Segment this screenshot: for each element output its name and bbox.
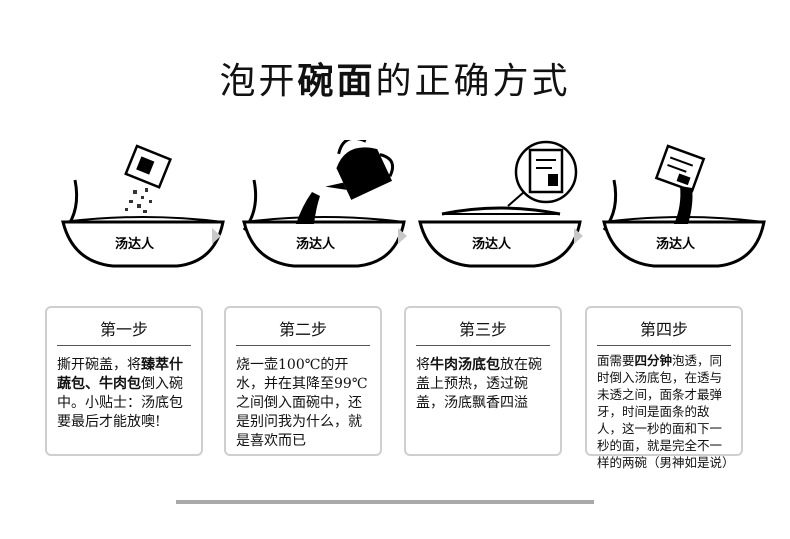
step-description: 将牛肉汤底包放在碗盖上预热，透过碗盖，汤底飘香四溢 bbox=[416, 356, 552, 413]
step-description: 面需要四分钟泡透，同时倒入汤底包，在透与未透之间，面条才最弹牙，时间是面条的敌人… bbox=[597, 352, 735, 471]
falling-vegetables-icon bbox=[125, 188, 152, 213]
divider bbox=[236, 345, 370, 346]
step-text: 将 bbox=[416, 357, 430, 373]
step-4-illustration: 汤达人 bbox=[602, 144, 766, 268]
step-2-illustration: 汤达人 bbox=[242, 140, 406, 268]
pouring-soup-icon bbox=[674, 186, 693, 224]
step-text: 泡透，同时倒入汤底包，在透与未透之间，面条才最弹牙，时间是面条的敌人，这一秒的面… bbox=[597, 353, 735, 470]
pouring-water-icon bbox=[296, 192, 320, 224]
step-1-illustration: 汤达人 bbox=[61, 144, 225, 268]
step-card-1: 第一步 撕开碗盖，将臻萃什蔬包、牛肉包倒入碗中。小贴士：汤底包要最后才能放噢! bbox=[45, 306, 203, 456]
arrow-right-icon bbox=[574, 228, 583, 244]
step-text-bold: 四分钟 bbox=[634, 353, 673, 368]
bowl-brand-label: 汤达人 bbox=[115, 236, 155, 252]
arrow-right-icon bbox=[398, 228, 407, 244]
title-part-2: 碗面 bbox=[297, 60, 376, 102]
step-text: 撕开碗盖，将 bbox=[57, 357, 141, 373]
step-description: 烧一壶100℃的开水，并在其降至99℃之间倒入面碗中，还是别问我为什么，就是喜欢… bbox=[236, 356, 372, 451]
step-heading: 第三步 bbox=[458, 320, 507, 339]
divider bbox=[597, 345, 731, 346]
bowl-icon bbox=[602, 220, 766, 268]
step-heading: 第一步 bbox=[99, 320, 148, 339]
step-card-4: 第四步 面需要四分钟泡透，同时倒入汤底包，在透与未透之间，面条才最弹牙，时间是面… bbox=[585, 306, 743, 470]
title-part-3: 的正确方式 bbox=[375, 61, 571, 102]
step-text: 面需要 bbox=[597, 353, 635, 368]
step-card-3: 第三步 将牛肉汤底包放在碗盖上预热，透过碗盖，汤底飘香四溢 bbox=[404, 306, 562, 456]
step-text-bold: 牛肉汤底包 bbox=[430, 357, 500, 373]
step-text: 烧一壶100℃的开水，并在其降至99℃之间倒入面碗中，还是别问我为什么，就是喜欢… bbox=[236, 357, 368, 449]
divider bbox=[416, 345, 550, 346]
bowl-brand-label: 汤达人 bbox=[656, 236, 696, 252]
step-description: 撕开碗盖，将臻萃什蔬包、牛肉包倒入碗中。小贴士：汤底包要最后才能放噢! bbox=[57, 356, 193, 432]
bottom-divider-bar bbox=[176, 500, 594, 504]
arrow-right-icon bbox=[212, 228, 221, 244]
step-heading: 第四步 bbox=[639, 320, 688, 339]
soup-packet-icon bbox=[654, 144, 706, 193]
bowl-brand-label: 汤达人 bbox=[472, 236, 512, 252]
step-card-2: 第二步 烧一壶100℃的开水，并在其降至99℃之间倒入面碗中，还是别问我为什么，… bbox=[224, 306, 382, 456]
title-part-1: 泡开 bbox=[219, 61, 298, 102]
kettle-icon bbox=[325, 140, 394, 200]
seasoning-packet-icon bbox=[124, 144, 173, 189]
step-3-illustration: 汤达人 bbox=[418, 140, 582, 268]
bowl-brand-label: 汤达人 bbox=[296, 236, 336, 252]
step-text-bold: 臻萃什蔬包、牛肉包 bbox=[57, 357, 183, 392]
bowl-lid-icon bbox=[441, 206, 561, 216]
step-text: 倒入碗中。小贴士：汤底包要最后才能放噢! bbox=[57, 376, 183, 430]
divider bbox=[57, 345, 191, 346]
step-text: 放在碗盖上预热，透过碗盖，汤底飘香四溢 bbox=[416, 357, 542, 411]
page-title: 泡开碗面的正确方式 bbox=[0, 52, 790, 104]
step-heading: 第二步 bbox=[278, 320, 327, 339]
